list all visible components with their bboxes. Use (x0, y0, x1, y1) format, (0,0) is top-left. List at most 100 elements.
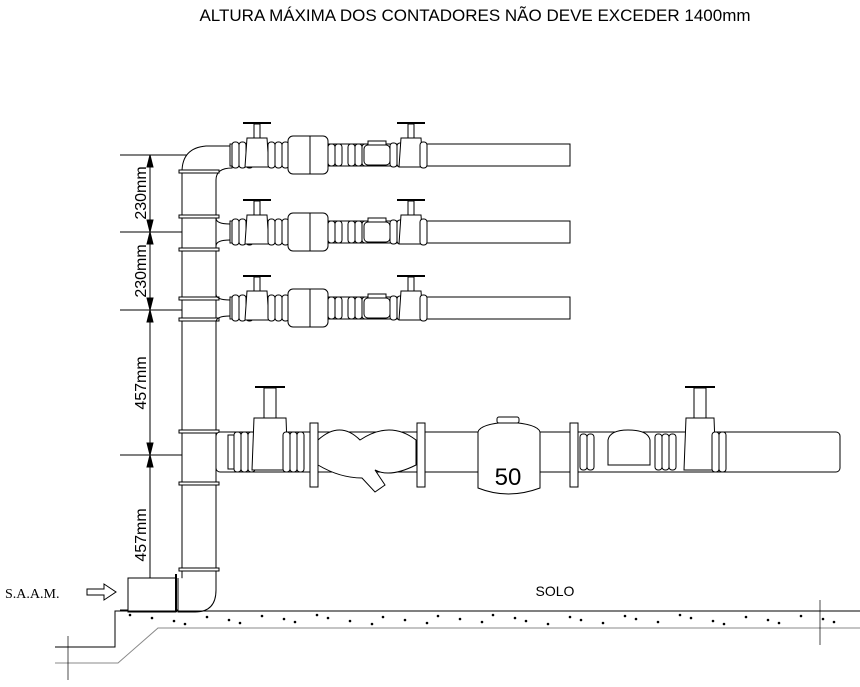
dimension-label-4: 457mm (133, 508, 150, 561)
aggregate-dot (381, 615, 385, 619)
hex-nut (347, 220, 356, 244)
inlet-pipe (127, 577, 177, 613)
valve-body (244, 290, 270, 321)
tee-fitting (215, 293, 231, 323)
hex-nut (274, 141, 283, 169)
ground-surface-line (55, 610, 860, 648)
main-meter-line (215, 386, 841, 495)
water-meter (363, 221, 391, 243)
aggregate-dot (205, 615, 209, 619)
hex-nut (334, 220, 343, 244)
y-strainer (317, 429, 417, 493)
hex-nut (718, 431, 727, 473)
pipe-coupling (178, 169, 220, 174)
pipe-coupling (178, 567, 220, 572)
aggregate-dot (711, 619, 715, 623)
hex-nut (711, 431, 720, 473)
hex-nut (347, 296, 356, 320)
aggregate-dot (722, 622, 726, 626)
aggregate-dot (689, 616, 693, 620)
pipe-coupling (178, 296, 220, 301)
aggregate-dot (480, 620, 484, 624)
aggregate-dot (128, 613, 132, 617)
aggregate-dot (458, 617, 462, 621)
pipe-coupling (178, 481, 220, 486)
aggregate-dot (260, 614, 264, 618)
riser-pipe-body (181, 169, 217, 591)
hex-nut (274, 294, 283, 322)
hex-nut (267, 294, 276, 322)
valve-stem (407, 276, 415, 292)
main-flange (227, 434, 235, 470)
aggregate-dot (623, 614, 627, 618)
arrowhead-icon (146, 231, 154, 245)
arrowhead-icon (146, 219, 154, 233)
gate-valve-body (683, 417, 717, 471)
aggregate-dot (678, 613, 682, 617)
aggregate-dot (777, 621, 781, 625)
aggregate-dot (348, 619, 352, 623)
hex-nut (654, 433, 663, 471)
check-valve (287, 288, 329, 328)
aggregate-dot (832, 620, 836, 624)
pipe-coupling (178, 247, 220, 252)
hex-nut (231, 294, 240, 322)
hex-nut (267, 218, 276, 246)
hex-nut (274, 218, 283, 246)
aggregate-dot (282, 617, 286, 621)
meter-cap (367, 217, 387, 223)
aggregate-dot (150, 616, 154, 620)
valve-body (398, 290, 424, 321)
aggregate-dot (546, 622, 550, 626)
aggregate-dot (524, 619, 528, 623)
hex-nut (354, 220, 363, 244)
valve-stem (407, 123, 415, 139)
hex-nut (327, 143, 336, 167)
hex-nut (282, 431, 291, 473)
aggregate-dot (513, 616, 517, 620)
hex-nut (327, 220, 336, 244)
hex-nut (347, 143, 356, 167)
hex-nut (389, 295, 398, 321)
hex-nut (334, 143, 343, 167)
hex-nut (240, 431, 249, 473)
aggregate-dot (403, 618, 407, 622)
valve-stem (253, 276, 261, 292)
aggregate-dot (370, 622, 374, 626)
meter-branches (229, 122, 571, 328)
arrowhead-icon (146, 154, 154, 168)
hex-nut (296, 431, 305, 473)
pipe-coupling (178, 214, 220, 219)
valve-stem (407, 200, 415, 216)
valve-body (398, 214, 424, 245)
check-valve (287, 212, 329, 252)
aggregate-dot (326, 616, 330, 620)
pipe-flange (569, 422, 579, 488)
valve-body (244, 137, 270, 168)
inlet-label: S.A.A.M. (5, 587, 59, 602)
hex-nut (579, 433, 588, 471)
valve-stem (263, 387, 277, 419)
hex-nut (231, 218, 240, 246)
hex-nut (354, 143, 363, 167)
hex-nut (233, 431, 242, 473)
hex-nut (419, 294, 428, 322)
aggregate-dot (227, 618, 231, 622)
hex-nut (661, 433, 670, 471)
aggregate-dot (491, 613, 495, 617)
check-valve (607, 429, 651, 466)
hex-nut (327, 296, 336, 320)
aggregate-dot (821, 617, 825, 621)
pipe-coupling (178, 429, 220, 434)
aggregate-dot (183, 622, 187, 626)
meter-size-label: 50 (495, 464, 522, 491)
aggregate-dot (238, 621, 242, 625)
arrowhead-icon (146, 309, 154, 323)
aggregate-dot (568, 615, 572, 619)
water-meter (363, 297, 391, 319)
hex-nut (419, 141, 428, 169)
hex-nut (389, 219, 398, 245)
ground-label: SOLO (536, 583, 575, 599)
aggregate-dot (766, 618, 770, 622)
